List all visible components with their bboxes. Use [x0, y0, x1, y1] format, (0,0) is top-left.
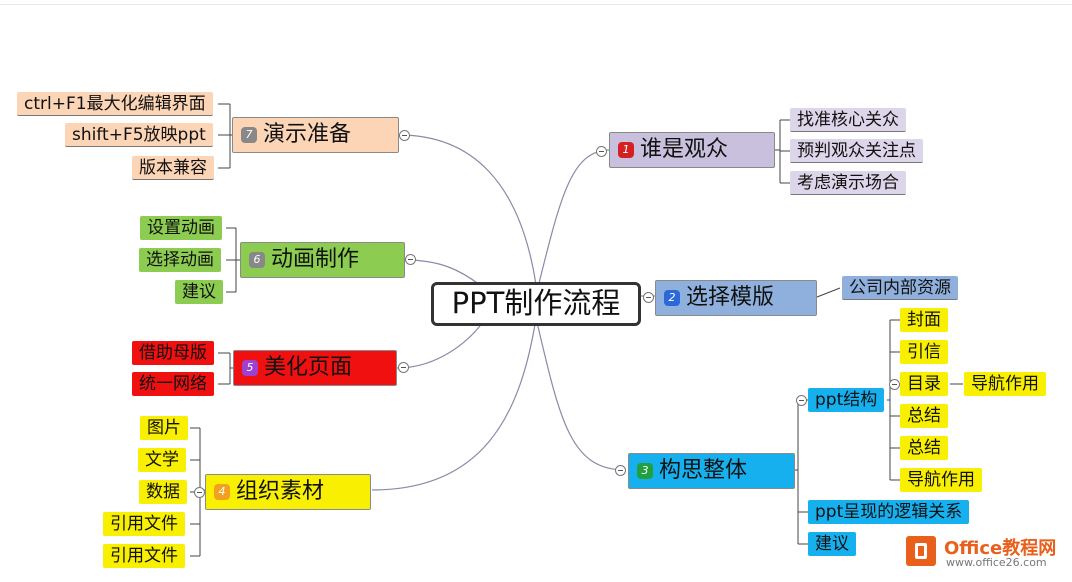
topic-item[interactable]: 文学 — [138, 448, 186, 472]
number-badge-icon: 2 — [664, 290, 680, 306]
structure-item[interactable]: 总结 — [900, 404, 948, 428]
watermark-logo: Office教程网 www.office26.com — [904, 532, 1072, 572]
topic-item[interactable]: 统一网络 — [132, 372, 214, 396]
branch-title: 美化页面 — [264, 355, 353, 380]
collapse-toggle[interactable] — [643, 292, 654, 303]
branch-animation[interactable]: 6 动画制作 — [240, 242, 405, 278]
office-logo-icon — [906, 536, 936, 566]
collapse-toggle[interactable] — [405, 254, 416, 265]
branch-beautify[interactable]: 5 美化页面 — [233, 350, 397, 386]
structure-item[interactable]: 总结 — [900, 436, 948, 460]
catalog-child-item[interactable]: 导航作用 — [964, 372, 1046, 396]
branch-title: 组织素材 — [236, 479, 325, 504]
topic-item[interactable]: 找准核心关众 — [790, 108, 906, 132]
branch-title: 选择模版 — [686, 285, 775, 310]
topic-item[interactable]: shift+F5放映ppt — [65, 123, 213, 147]
collapse-toggle[interactable] — [194, 487, 205, 498]
topic-item[interactable]: 公司内部资源 — [842, 276, 958, 300]
topic-item[interactable]: 设置动画 — [140, 216, 222, 240]
collapse-toggle[interactable] — [398, 362, 409, 373]
branch-overall[interactable]: 3 构思整体 — [628, 453, 795, 489]
branch-presentation[interactable]: 7 演示准备 — [232, 117, 399, 153]
branch-template[interactable]: 2 选择模版 — [655, 280, 817, 316]
number-badge-icon: 1 — [618, 142, 634, 158]
top-divider — [0, 4, 1072, 5]
topic-item[interactable]: ppt结构 — [808, 388, 885, 412]
number-badge-icon: 5 — [242, 360, 258, 376]
collapse-toggle[interactable] — [596, 146, 607, 157]
topic-item[interactable]: 数据 — [139, 480, 187, 504]
number-badge-icon: 3 — [637, 463, 653, 479]
topic-item[interactable]: ctrl+F1最大化编辑界面 — [17, 92, 213, 116]
structure-item[interactable]: 导航作用 — [900, 468, 982, 492]
topic-item[interactable]: 建议 — [175, 280, 223, 304]
branch-title: 动画制作 — [271, 247, 360, 272]
number-badge-icon: 4 — [214, 484, 230, 500]
collapse-toggle[interactable] — [615, 465, 626, 476]
topic-item[interactable]: 建议 — [808, 532, 856, 556]
topic-item[interactable]: 借助母版 — [132, 341, 214, 365]
structure-item[interactable]: 目录 — [900, 372, 948, 396]
topic-item[interactable]: ppt呈现的逻辑关系 — [808, 500, 970, 524]
topic-item[interactable]: 图片 — [140, 416, 188, 440]
branch-title: 演示准备 — [263, 122, 352, 147]
topic-item[interactable]: 选择动画 — [139, 248, 221, 272]
branch-materials[interactable]: 4 组织素材 — [205, 474, 371, 510]
collapse-toggle[interactable] — [399, 130, 410, 141]
watermark-url: www.office26.com — [946, 556, 1047, 569]
branch-audience[interactable]: 1 谁是观众 — [609, 132, 775, 168]
topic-item[interactable]: 引用文件 — [103, 512, 185, 536]
number-badge-icon: 7 — [241, 127, 257, 143]
topic-item[interactable]: 考虑演示场合 — [790, 171, 906, 195]
structure-item[interactable]: 封面 — [900, 308, 948, 332]
branch-title: 谁是观众 — [640, 137, 729, 162]
collapse-toggle[interactable] — [889, 379, 900, 390]
watermark-title: Office教程网 — [944, 538, 1057, 559]
structure-item[interactable]: 引信 — [900, 340, 948, 364]
central-topic[interactable]: PPT制作流程 — [431, 282, 641, 326]
branch-title: 构思整体 — [659, 458, 748, 483]
topic-item[interactable]: 引用文件 — [103, 544, 185, 568]
number-badge-icon: 6 — [249, 252, 265, 268]
topic-item[interactable]: 预判观众关注点 — [790, 139, 923, 163]
collapse-toggle[interactable] — [796, 395, 807, 406]
topic-item[interactable]: 版本兼容 — [132, 156, 214, 180]
